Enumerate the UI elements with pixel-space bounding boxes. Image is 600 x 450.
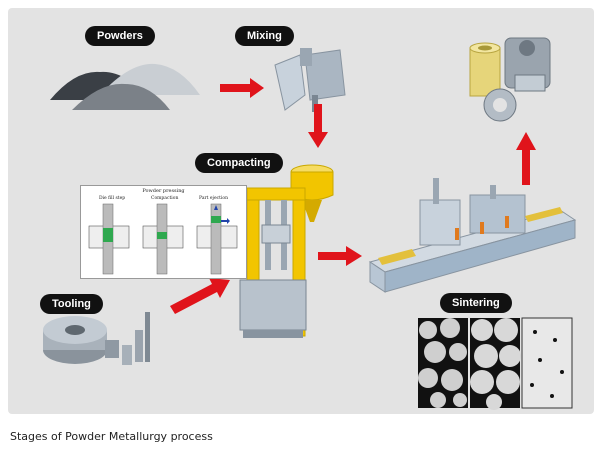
sintering-furnace bbox=[368, 178, 577, 293]
tooling-parts bbox=[43, 312, 150, 365]
inset-title: Powder pressing bbox=[142, 188, 185, 194]
label-powders: Powders bbox=[85, 26, 155, 46]
powder-piles bbox=[50, 63, 200, 110]
figure-caption: Stages of Powder Metallurgy process bbox=[10, 430, 213, 443]
inset-step-die-fill: Die fill step bbox=[99, 196, 126, 201]
label-sintering: Sintering bbox=[440, 293, 512, 313]
label-compacting: Compacting bbox=[195, 153, 283, 173]
microstructure-panels bbox=[418, 317, 573, 410]
label-tooling: Tooling bbox=[40, 294, 103, 314]
mixer-machine bbox=[274, 48, 346, 112]
compacting-press bbox=[239, 187, 307, 338]
flow-arrows bbox=[170, 78, 536, 314]
inset-step-ejection: Part ejection bbox=[199, 196, 228, 201]
finished-parts bbox=[469, 37, 551, 122]
powder-pressing-inset: Powder pressing Die fill step Compaction… bbox=[80, 185, 247, 279]
inset-die-drawings bbox=[88, 203, 238, 275]
label-mixing: Mixing bbox=[235, 26, 294, 46]
inset-step-compaction: Compaction bbox=[151, 196, 179, 201]
